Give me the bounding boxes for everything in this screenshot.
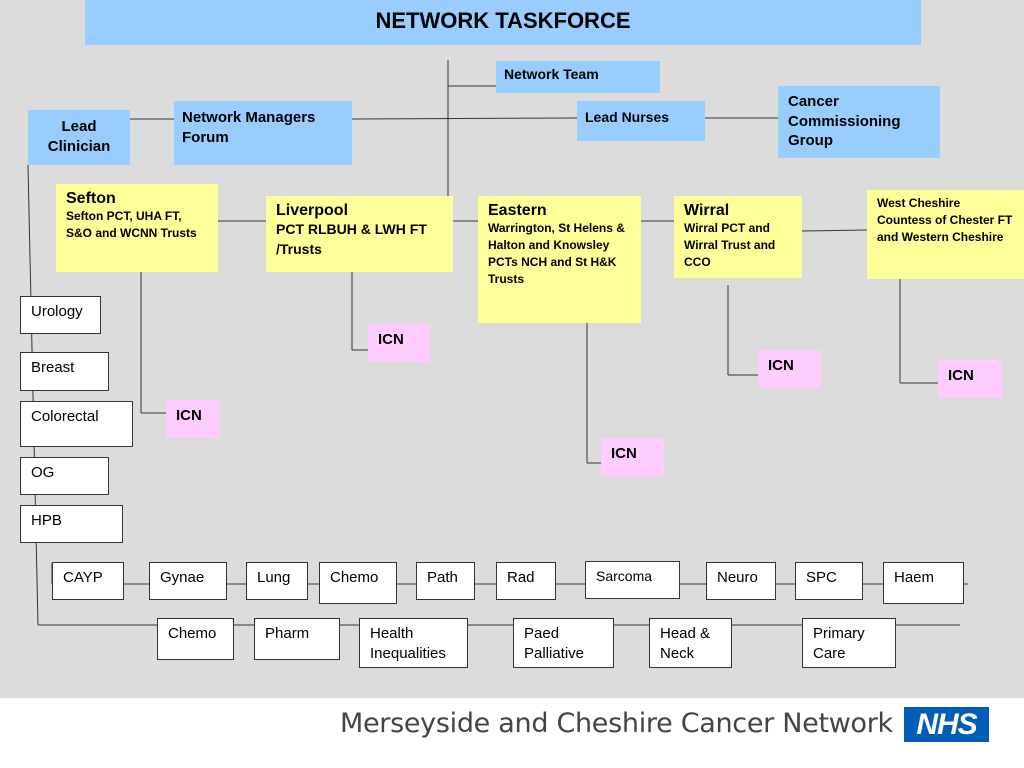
icn-box-liverpool: ICN bbox=[368, 324, 430, 362]
network-box-west-cheshire: West Cheshire Countess of Chester FT and… bbox=[867, 190, 1024, 279]
network-subtitle: PCT RLBUH & LWH FT /Trusts bbox=[276, 221, 427, 257]
group-box-colorectal: Colorectal bbox=[20, 401, 133, 447]
group-box-rad: Rad bbox=[496, 562, 556, 600]
group-box-og: OG bbox=[20, 457, 109, 495]
lead-nurses-box: Lead Nurses bbox=[577, 101, 705, 141]
icn-box-wirral: ICN bbox=[758, 350, 821, 388]
group-box-path: Path bbox=[416, 562, 475, 600]
group-box-neuro: Neuro bbox=[706, 562, 776, 600]
network-box-eastern: Eastern Warrington, St Helens & Halton a… bbox=[478, 196, 641, 323]
group-box-sarcoma: Sarcoma bbox=[585, 561, 680, 599]
icn-box-sefton: ICN bbox=[166, 400, 220, 438]
network-managers-forum-box: Network Managers Forum bbox=[174, 101, 352, 165]
network-box-sefton: Sefton Sefton PCT, UHA FT, S&O and WCNN … bbox=[56, 184, 218, 272]
group-box-head-and-neck: Head & Neck bbox=[649, 618, 732, 668]
network-box-wirral: Wirral Wirral PCT and Wirral Trust and C… bbox=[674, 196, 802, 278]
network-subtitle: Wirral PCT and Wirral Trust and CCO bbox=[684, 221, 776, 269]
group-box-primary-care: Primary Care bbox=[802, 618, 896, 668]
network-subtitle: Sefton PCT, UHA FT, S&O and WCNN Trusts bbox=[66, 209, 197, 240]
nhs-logo: NHS bbox=[904, 707, 989, 742]
network-title: Eastern bbox=[488, 202, 547, 219]
group-box-cayp: CAYP bbox=[52, 562, 124, 600]
organisation-name: Merseyside and Cheshire Cancer Network bbox=[340, 708, 893, 739]
group-box-haem: Haem bbox=[883, 562, 964, 604]
cancer-commissioning-group-box: Cancer Commissioning Group bbox=[778, 86, 940, 158]
page-title: NETWORK TASKFORCE bbox=[85, 0, 921, 45]
group-box-health-inequalities: Health Inequalities bbox=[359, 618, 468, 668]
group-box-paed-palliative: Paed Palliative bbox=[513, 618, 614, 668]
group-box-hpb: HPB bbox=[20, 505, 123, 543]
network-subtitle: West Cheshire Countess of Chester FT and… bbox=[877, 196, 1013, 244]
group-box-spc: SPC bbox=[795, 562, 863, 600]
lead-clinician-box: Lead Clinician bbox=[28, 110, 130, 165]
network-subtitle: Warrington, St Helens & Halton and Knows… bbox=[488, 221, 625, 286]
group-box-urology: Urology bbox=[20, 296, 101, 334]
network-title: Liverpool bbox=[276, 202, 349, 219]
icn-box-eastern: ICN bbox=[601, 438, 664, 477]
diagram-canvas: NETWORK TASKFORCE Network Team Lead Clin… bbox=[0, 0, 1024, 698]
network-title: Sefton bbox=[66, 190, 116, 207]
icn-box-west-cheshire: ICN bbox=[938, 360, 1002, 398]
group-box-lung: Lung bbox=[246, 562, 308, 600]
group-box-pharm: Pharm bbox=[254, 618, 340, 660]
group-box-chemo-2: Chemo bbox=[157, 618, 234, 660]
group-box-gynae: Gynae bbox=[149, 562, 227, 600]
group-box-chemo: Chemo bbox=[319, 562, 397, 604]
network-team-box: Network Team bbox=[496, 61, 660, 93]
network-title: Wirral bbox=[684, 202, 730, 219]
network-box-liverpool: Liverpool PCT RLBUH & LWH FT /Trusts bbox=[266, 196, 453, 272]
group-box-breast: Breast bbox=[20, 352, 109, 391]
